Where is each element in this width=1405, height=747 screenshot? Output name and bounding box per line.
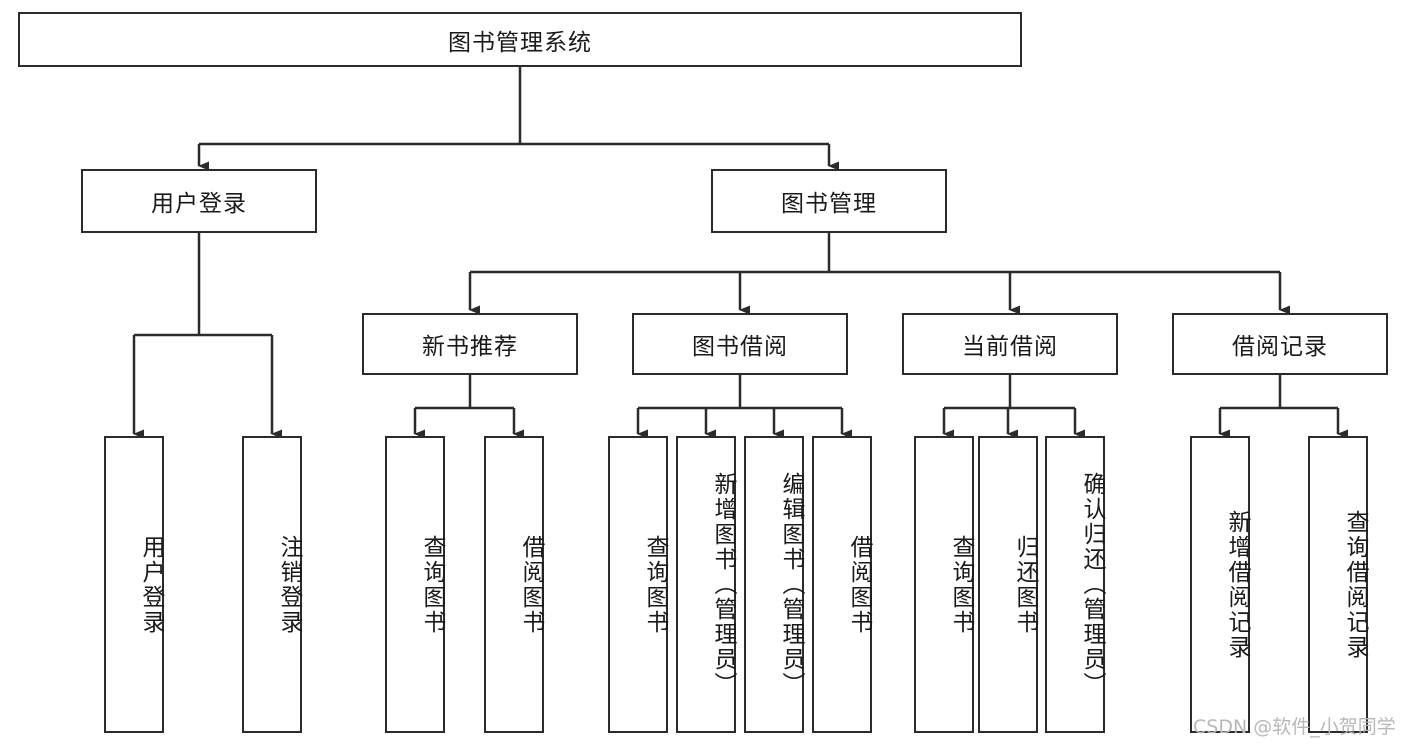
leaf-book-borrow-query[interactable]: 查询图书 bbox=[608, 436, 668, 733]
node-label: 归还图书 bbox=[1012, 534, 1038, 635]
node-label: 用户登录 bbox=[151, 191, 247, 217]
node-root-book-management-system[interactable]: 图书管理系统 bbox=[18, 12, 1022, 67]
node-label: 借阅图书 bbox=[518, 534, 544, 635]
leaf-borrow-record-query[interactable]: 查询借阅记录 bbox=[1308, 436, 1368, 733]
node-label: 查询图书 bbox=[642, 534, 668, 635]
leaf-book-borrow-borrow[interactable]: 借阅图书 bbox=[812, 436, 872, 733]
node-label: 当前借阅 bbox=[962, 334, 1058, 360]
node-label: 查询借阅记录 bbox=[1342, 509, 1368, 660]
node-label: 用户登录 bbox=[138, 534, 164, 635]
leaf-new-book-query[interactable]: 查询图书 bbox=[385, 436, 445, 733]
leaf-book-borrow-edit[interactable]: 编辑图书（管理员） bbox=[744, 436, 804, 733]
node-label: 借阅记录 bbox=[1232, 334, 1328, 360]
node-label: 编辑图书（管理员） bbox=[778, 472, 804, 697]
node-label: 新书推荐 bbox=[422, 334, 518, 360]
node-label: 确认归还（管理员） bbox=[1079, 472, 1105, 697]
node-label: 查询图书 bbox=[948, 534, 974, 635]
leaf-current-borrow-query[interactable]: 查询图书 bbox=[914, 436, 974, 733]
leaf-current-borrow-confirm-return[interactable]: 确认归还（管理员） bbox=[1045, 436, 1105, 733]
node-book-borrow[interactable]: 图书借阅 bbox=[632, 313, 848, 375]
node-label: 新增图书（管理员） bbox=[710, 472, 736, 697]
node-label: 借阅图书 bbox=[846, 534, 872, 635]
node-label: 新增借阅记录 bbox=[1224, 509, 1250, 660]
node-label: 注销登录 bbox=[276, 534, 302, 635]
node-current-borrow[interactable]: 当前借阅 bbox=[902, 313, 1118, 375]
leaf-user-login-login[interactable]: 用户登录 bbox=[104, 436, 164, 733]
leaf-borrow-record-add[interactable]: 新增借阅记录 bbox=[1190, 436, 1250, 733]
leaf-book-borrow-add[interactable]: 新增图书（管理员） bbox=[676, 436, 736, 733]
leaf-current-borrow-return[interactable]: 归还图书 bbox=[978, 436, 1038, 733]
node-label: 图书管理 bbox=[781, 191, 877, 217]
node-new-book-recommend[interactable]: 新书推荐 bbox=[362, 313, 578, 375]
node-book-management[interactable]: 图书管理 bbox=[711, 169, 947, 233]
node-label: 查询图书 bbox=[419, 534, 445, 635]
node-borrow-record[interactable]: 借阅记录 bbox=[1172, 313, 1388, 375]
node-label: 图书管理系统 bbox=[448, 29, 592, 56]
watermark-text: CSDN @软件_小贺同学 bbox=[1193, 716, 1396, 738]
node-user-login[interactable]: 用户登录 bbox=[81, 169, 317, 233]
leaf-user-login-logout[interactable]: 注销登录 bbox=[242, 436, 302, 733]
node-label: 图书借阅 bbox=[692, 334, 788, 360]
leaf-new-book-borrow[interactable]: 借阅图书 bbox=[484, 436, 544, 733]
